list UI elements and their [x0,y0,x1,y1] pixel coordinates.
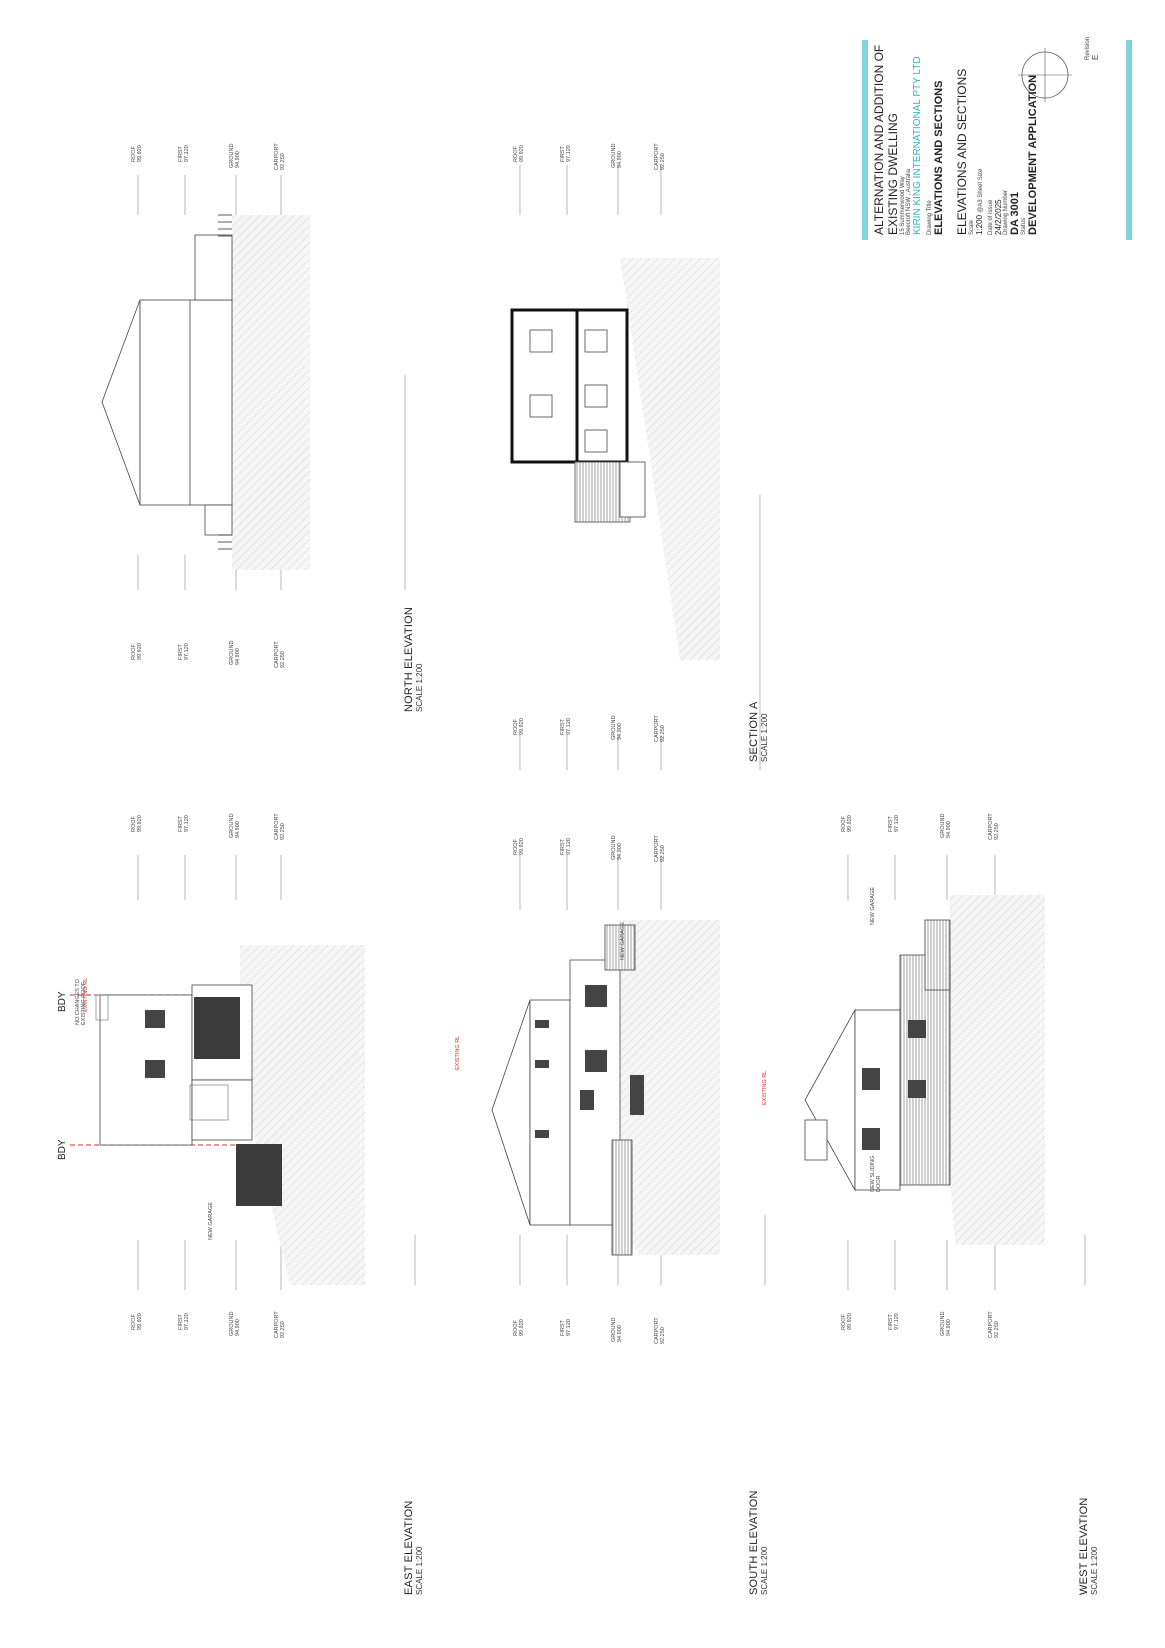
view-scale: SCALE 1:200 [1090,1546,1099,1595]
date-value: 24/2/2025 [994,199,1003,235]
view-scale: SCALE 1:200 [760,1546,769,1595]
revision-value: E [1091,54,1100,60]
existing-rl-tag: EXISTING RL [455,1035,461,1070]
south-elevation-title: SOUTH ELEVATION SCALE 1:200 [748,1490,769,1595]
boundary-label: BDY [57,1139,68,1160]
north-elevation-title: NORTH ELEVATION SCALE 1:200 [403,607,424,712]
view-title: EAST ELEVATION [403,1500,415,1596]
status-value: DEVELOPMENT APPLICATION [1027,74,1039,235]
new-garage-note: NEW GARAGE [208,1202,214,1240]
new-garage-note: NEW GARAGE [870,887,876,925]
section-a-title: SECTION A SCALE 1:200 [748,702,769,762]
north-elevation-drawing [101,175,406,590]
revision-block: Revision E [1085,37,1100,60]
drawing-title-secondary: ELEVATIONS AND SECTIONS [955,68,969,235]
title-block: ALTERNATION AND ADDITION OF EXISTING DWE… [872,45,1039,235]
view-title: NORTH ELEVATION [403,606,415,712]
existing-rl-tag: EXISTING RL [762,1070,768,1105]
east-elevation-title: EAST ELEVATION SCALE 1:200 [403,1501,424,1596]
existing-rl-tag: EXISTING RL [83,977,89,1012]
view-title: WEST ELEVATION [1078,1497,1090,1595]
drawing-title: ELEVATIONS AND SECTIONS [933,80,945,235]
view-scale: SCALE 1:200 [760,713,769,762]
boundary-label: BDY [57,991,68,1012]
new-garage-note: NEW GARAGE [620,922,626,960]
view-title: SOUTH ELEVATION [748,1490,760,1595]
scale-value: 1:200 @A3 Sheet Size [975,168,984,235]
east-elevation-drawing [70,855,416,1290]
view-title: SECTION A [748,701,760,762]
view-scale: SCALE 1:200 [415,1546,424,1595]
project-title-line1: ALTERNATION AND ADDITION OF [872,44,886,235]
company-name: KIRIN KING INTERNATIONAL PTY LTD [912,56,923,235]
drawing-number: DA 3001 [1009,191,1021,235]
west-elevation-drawing [804,855,1086,1290]
project-title-line2: EXISTING DWELLING [886,112,900,235]
south-elevation-drawing [491,855,766,1285]
view-scale: SCALE 1:200 [415,663,424,712]
west-elevation-title: WEST ELEVATION SCALE 1:200 [1078,1497,1099,1595]
title-block-frame [862,40,1132,240]
section-a-drawing [510,165,761,770]
